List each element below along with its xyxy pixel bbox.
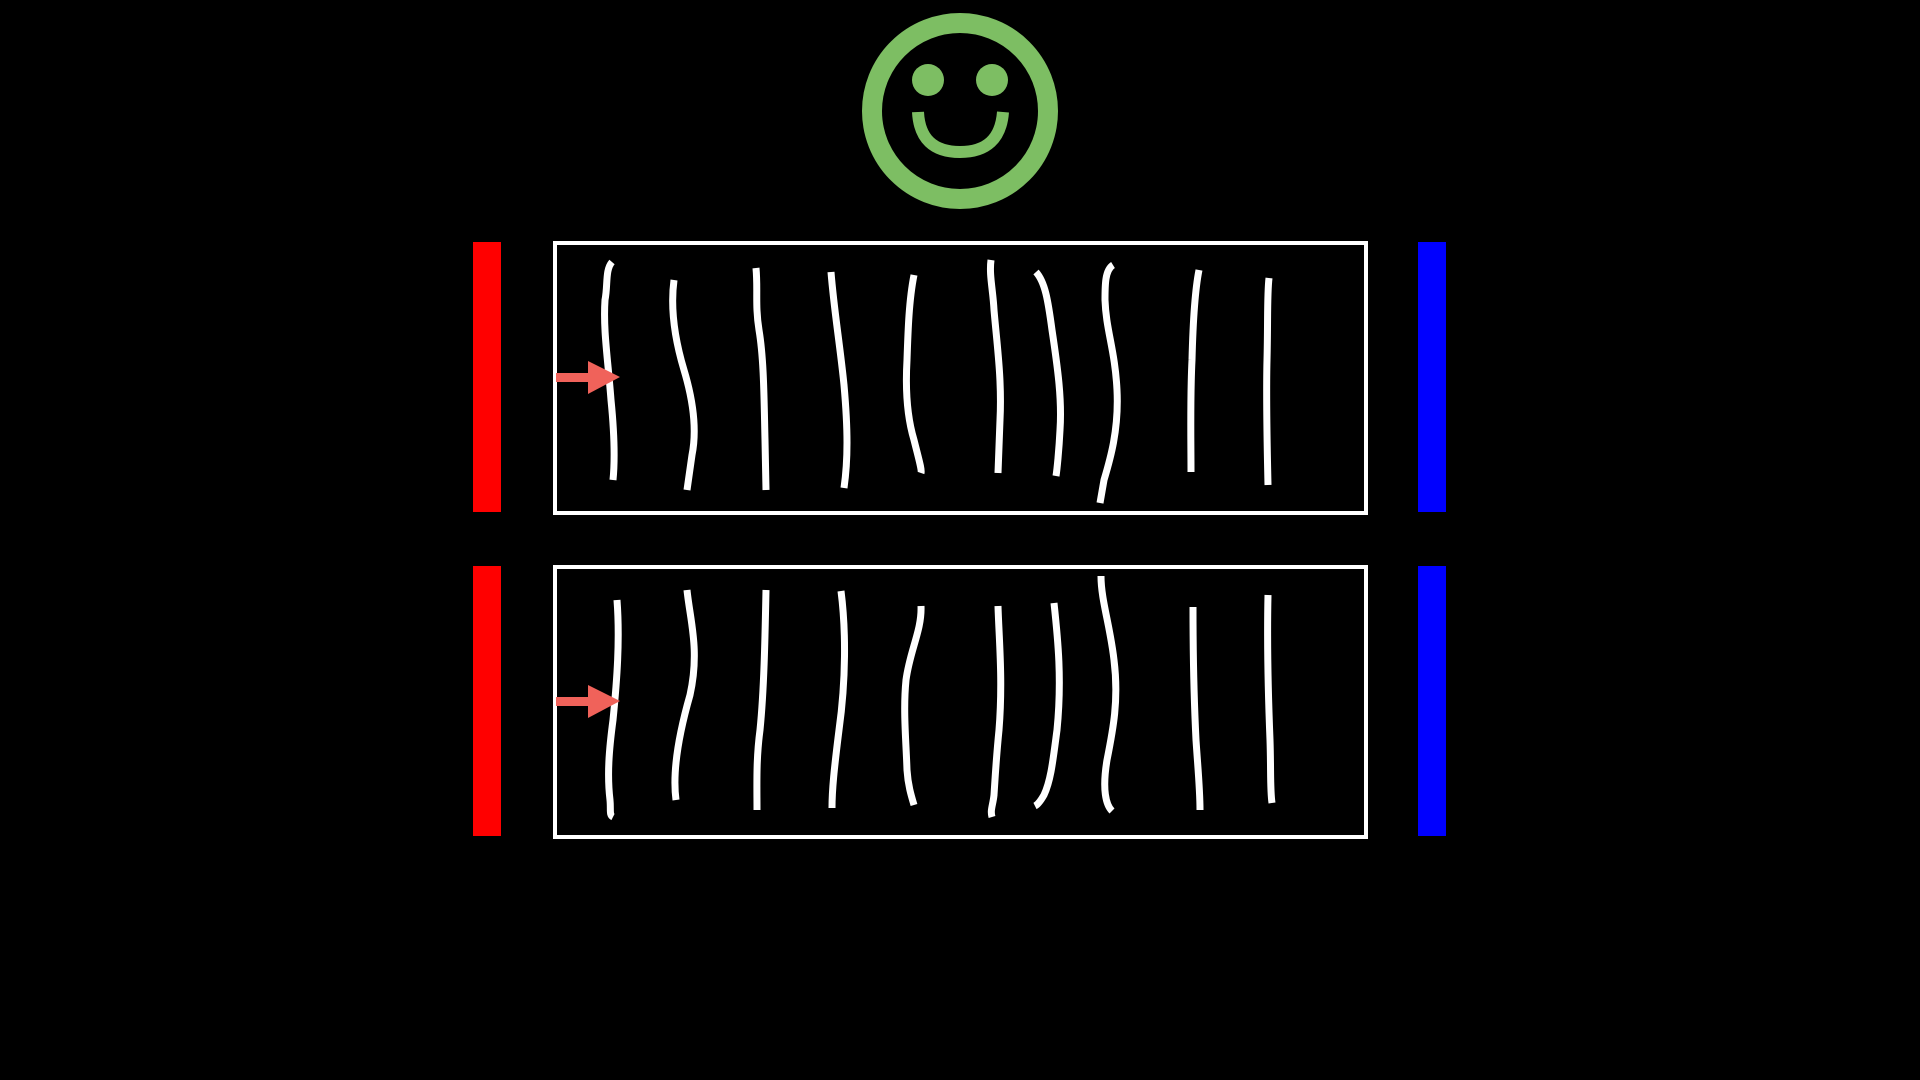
- container-frame-bottom: [553, 565, 1368, 839]
- strand: [601, 259, 618, 481]
- strand: [752, 267, 770, 491]
- strand: [1033, 602, 1063, 810]
- strand: [1189, 606, 1204, 811]
- panel-top: [473, 241, 1446, 515]
- strand: [605, 599, 622, 821]
- strands-bottom: [605, 575, 1276, 821]
- strand: [669, 279, 698, 491]
- right-plate-bottom: [1418, 566, 1446, 836]
- strand: [1033, 269, 1065, 477]
- right-plate-top: [1418, 242, 1446, 512]
- strand: [828, 590, 849, 809]
- strand: [986, 259, 1004, 474]
- strand: [753, 589, 770, 811]
- smiley-mouth: [912, 111, 1009, 159]
- smiley-right-eye: [976, 64, 1008, 96]
- strand: [1097, 575, 1120, 814]
- left-plate-bottom: [473, 566, 501, 836]
- strand: [827, 271, 851, 489]
- strand: [671, 589, 698, 801]
- panel-bottom: [473, 565, 1446, 839]
- strand: [1263, 277, 1273, 486]
- strands-top: [601, 259, 1273, 504]
- strand: [1187, 269, 1203, 473]
- smiley-face-icon: [862, 13, 1058, 209]
- strand: [1264, 594, 1276, 804]
- right-arrow-icon: [556, 361, 620, 394]
- container-frame-top: [553, 241, 1368, 515]
- smiley-outline: [862, 13, 1058, 209]
- right-arrow-icon: [556, 685, 620, 718]
- strand: [987, 605, 1005, 818]
- arrow-head: [588, 361, 620, 394]
- strand: [1096, 262, 1121, 504]
- arrow-head: [588, 685, 620, 718]
- left-plate-top: [473, 242, 501, 512]
- arrow-shaft: [556, 697, 592, 706]
- arrow-shaft: [556, 373, 592, 382]
- strand: [901, 605, 925, 807]
- smiley-left-eye: [912, 64, 944, 96]
- strand: [902, 274, 925, 475]
